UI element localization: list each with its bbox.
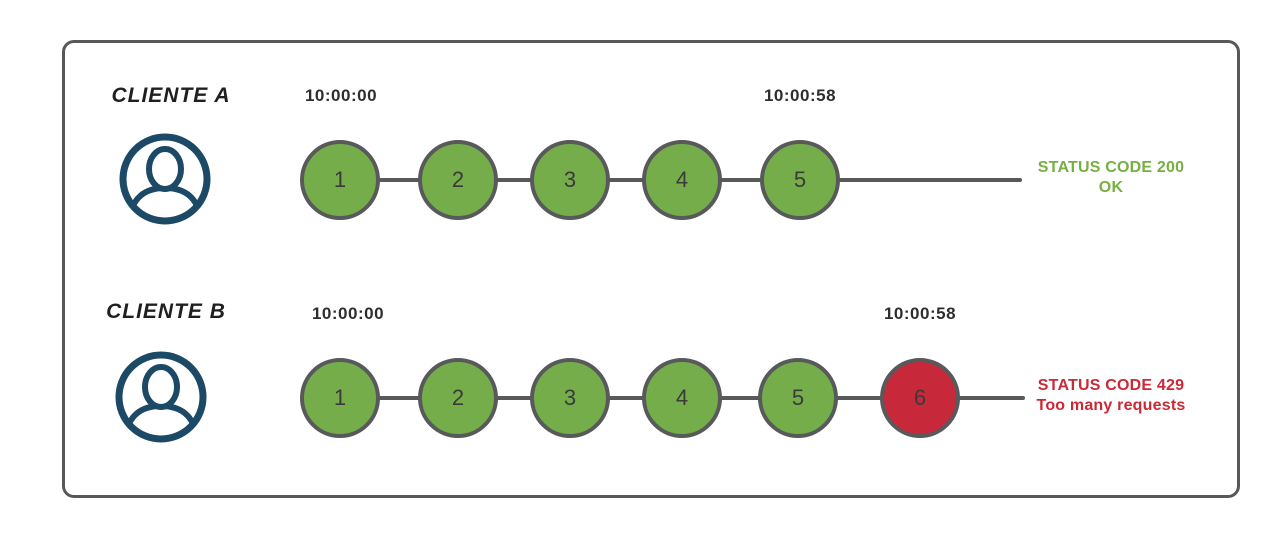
client-b-status-block: STATUS CODE 429 Too many requests bbox=[1026, 376, 1196, 416]
request-node-b4: 4 bbox=[642, 358, 722, 438]
client-a-status-detail-text: OK bbox=[1098, 179, 1124, 196]
person-circle-icon bbox=[119, 133, 211, 225]
client-b-start-timestamp: 10:00:00 bbox=[311, 304, 385, 323]
client-b-status-detail-text: Too many requests bbox=[1036, 397, 1186, 414]
client-a-end-timestamp: 10:00:58 bbox=[763, 86, 837, 105]
request-node-a4: 4 bbox=[642, 140, 722, 220]
client-a-status-code-text: STATUS CODE 200 bbox=[1037, 159, 1185, 176]
client-b-name-label: CLIENTE B bbox=[106, 300, 226, 323]
request-node-a2: 2 bbox=[418, 140, 498, 220]
client-b-end-timestamp: 10:00:58 bbox=[883, 304, 957, 323]
person-circle-icon bbox=[115, 351, 207, 443]
client-a-name-label: CLIENTE A bbox=[111, 84, 231, 107]
request-node-a5: 5 bbox=[760, 140, 840, 220]
request-node-a1: 1 bbox=[300, 140, 380, 220]
client-b-status-code-text: STATUS CODE 429 bbox=[1037, 377, 1185, 394]
client-a-start-timestamp: 10:00:00 bbox=[304, 86, 378, 105]
request-node-b1: 1 bbox=[300, 358, 380, 438]
client-a-status-block: STATUS CODE 200 OK bbox=[1026, 158, 1196, 198]
request-node-a3: 3 bbox=[530, 140, 610, 220]
request-node-b2: 2 bbox=[418, 358, 498, 438]
diagram-frame bbox=[62, 40, 1240, 498]
request-node-b5: 5 bbox=[758, 358, 838, 438]
request-node-b6-rate-limited: 6 bbox=[880, 358, 960, 438]
request-node-b3: 3 bbox=[530, 358, 610, 438]
